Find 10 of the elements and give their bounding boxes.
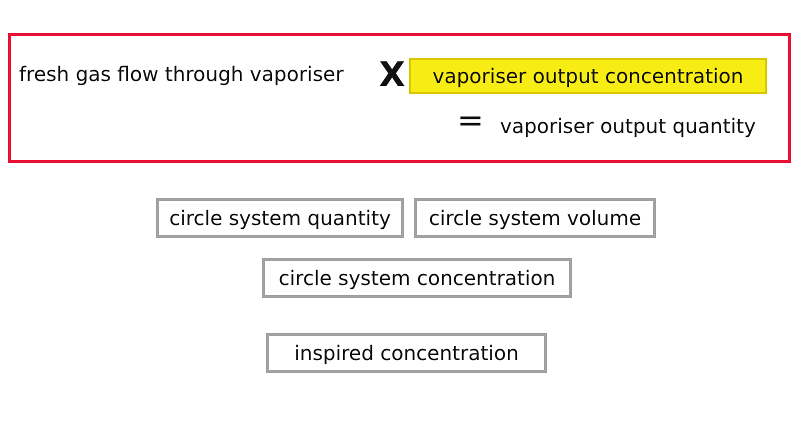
- multiply-sign: X: [379, 56, 406, 95]
- highlighted-term: vaporiser output concentration: [409, 58, 767, 94]
- formula-result: vaporiser output quantity: [500, 115, 756, 138]
- term-box: circle system concentration: [262, 258, 572, 298]
- formula-frame: [8, 33, 791, 163]
- term-box: circle system quantity: [156, 198, 404, 238]
- formula-term: fresh gas flow through vaporiser: [19, 63, 344, 86]
- term-box: circle system volume: [414, 198, 656, 238]
- equals-sign: =: [457, 102, 484, 139]
- term-box: inspired concentration: [266, 333, 547, 373]
